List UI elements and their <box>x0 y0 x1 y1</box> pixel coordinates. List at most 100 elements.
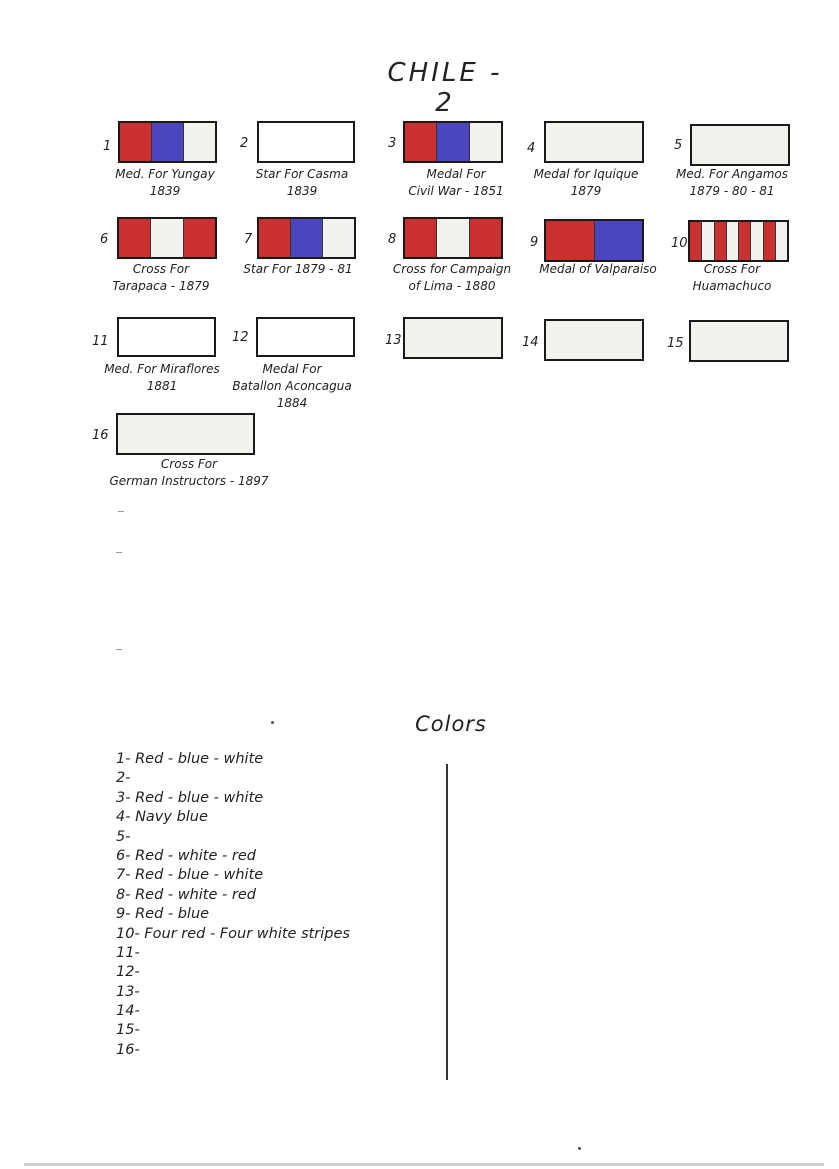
ribbon-number: 5 <box>674 138 683 153</box>
ribbon-label-line: Medal of Valparaiso <box>539 262 657 276</box>
ribbon-stripe <box>436 123 469 161</box>
ribbon-stripe <box>118 415 253 453</box>
color-line: 13- <box>116 983 140 1000</box>
ribbon-label-line: Batallon Aconcagua <box>232 379 352 393</box>
page-title: CHILE - 2 <box>387 58 503 118</box>
ribbon-stripe <box>151 123 183 161</box>
ribbon-stripe <box>119 219 151 257</box>
ribbon-stripe <box>259 219 290 257</box>
ribbon-stripe <box>405 319 501 357</box>
ribbon-label-line: Star For 1879 - 81 <box>243 262 353 276</box>
scan-mark <box>271 721 274 724</box>
ribbon-label-line: Cross For <box>160 457 218 471</box>
ribbon-number: 6 <box>100 232 109 247</box>
ribbon-bar <box>257 121 355 163</box>
ribbon-number: 16 <box>92 428 109 443</box>
ribbon-stripe <box>468 219 501 257</box>
ribbon-label: Star For Casma 1839 <box>222 166 382 200</box>
column-divider <box>446 764 448 1080</box>
ribbon-label-line: Cross For <box>132 262 190 276</box>
ribbon-stripe <box>713 222 726 260</box>
color-line: 4- Navy blue <box>116 809 208 826</box>
ribbon-label-line: Med. For Yungay <box>115 167 215 181</box>
color-line: 7- Red - blue - white <box>116 867 264 884</box>
ribbon-number: 13 <box>385 333 402 348</box>
ribbon-bar <box>544 121 644 163</box>
ribbon-bar <box>688 220 789 262</box>
ribbon-bar <box>403 317 503 359</box>
ribbon-stripe <box>405 219 437 257</box>
ribbon-bar <box>689 320 789 362</box>
color-line: 9- Red - blue <box>116 906 210 923</box>
ribbon-stripe <box>546 221 594 260</box>
color-line: 3- Red - blue - white <box>116 789 264 806</box>
color-line: 15- <box>116 1022 140 1039</box>
ribbon-bar <box>117 217 217 259</box>
ribbon-stripe <box>692 126 788 164</box>
ribbon-stripe <box>322 219 354 257</box>
ribbon-bar <box>544 219 644 262</box>
color-line: 6- Red - white - red <box>116 847 256 864</box>
color-line: 2- <box>116 770 131 787</box>
scan-mark <box>118 511 124 512</box>
ribbon-label-line: Tarapaca - 1879 <box>112 279 210 293</box>
page-edge <box>24 1163 824 1166</box>
color-line: 10- Four red - Four white stripes <box>116 925 350 942</box>
ribbon-label-line: Medal for Iquique <box>533 167 639 181</box>
ribbon-stripe <box>750 222 763 260</box>
ribbon-stripe <box>405 123 437 161</box>
color-line: 14- <box>116 1003 140 1020</box>
ribbon-stripe <box>120 123 151 161</box>
ribbon-label-line: Cross For <box>703 262 761 276</box>
color-line: 16- <box>116 1041 140 1058</box>
ribbon-stripe <box>182 219 215 257</box>
ribbon-label-line: Medal For <box>426 167 486 181</box>
ribbon-number: 11 <box>92 334 109 349</box>
ribbon-stripe <box>468 123 501 161</box>
color-line: 8- Red - white - red <box>116 886 256 903</box>
colors-heading: Colors <box>415 712 487 736</box>
ribbon-label-line: Med. For Miraflores <box>104 362 220 376</box>
ribbon-label-line: Star For Casma <box>255 167 349 181</box>
ribbon-number: 12 <box>232 330 249 345</box>
ribbon-label-line: 1879 - 80 - 81 <box>689 184 775 198</box>
ribbon-label-line: 1839 <box>286 184 318 198</box>
scan-mark <box>116 649 122 650</box>
ribbon-label: Med. For Yungay 1839 <box>85 166 245 200</box>
ribbon-bar <box>117 317 216 357</box>
ribbon-number: 3 <box>388 136 397 151</box>
ribbon-label-line: 1879 <box>570 184 602 198</box>
ribbon-label: Cross for Campaign of Lima - 1880 <box>372 261 532 295</box>
ribbon-label: Medal for Iquique 1879 <box>506 166 666 200</box>
ribbon-stripe <box>290 219 322 257</box>
ribbon-label-line: Medal For <box>262 362 322 376</box>
ribbon-stripe <box>546 321 642 359</box>
ribbon-label-line: Cross for Campaign <box>392 262 512 276</box>
ribbon-stripe <box>774 222 787 260</box>
ribbon-number: 10 <box>671 236 688 251</box>
ribbon-number: 9 <box>530 235 539 250</box>
ribbon-stripe <box>725 222 738 260</box>
color-line: 5- <box>116 828 131 845</box>
ribbon-bar <box>690 124 790 166</box>
color-line: 1- Red - blue - white <box>116 751 264 767</box>
scan-mark <box>578 1147 581 1150</box>
ribbon-stripe <box>546 123 642 161</box>
ribbon-stripe <box>593 221 642 260</box>
ribbon-stripe <box>183 123 215 161</box>
color-list: 1- Red - blue - white 2- 3- Red - blue - w… <box>116 750 350 1060</box>
ribbon-label: Star For 1879 - 81 <box>218 261 378 278</box>
ribbon-bar <box>403 217 503 259</box>
ribbon-label-line: 1839 <box>149 184 181 198</box>
ribbon-stripe <box>436 219 469 257</box>
ribbon-label-line: of Lima - 1880 <box>408 279 496 293</box>
ribbon-bar <box>257 217 356 259</box>
ribbon-bar <box>256 317 355 357</box>
ribbon-label-line: Med. For Angamos <box>675 167 789 181</box>
